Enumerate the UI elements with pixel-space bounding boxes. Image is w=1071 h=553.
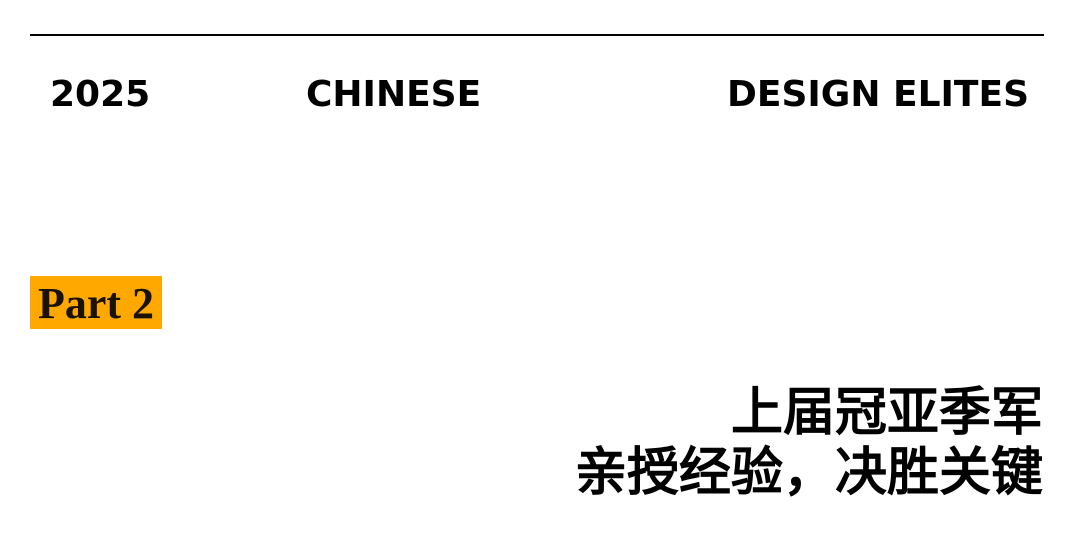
header-year: 2025 — [50, 74, 151, 115]
section-badge: Part 2 — [30, 276, 162, 329]
header-design-elites: DESIGN ELITES — [726, 74, 1029, 115]
title-line-1: 上届冠亚季军 — [730, 383, 1043, 443]
header-chinese: CHINESE — [306, 74, 482, 115]
top-divider — [30, 34, 1044, 36]
title-line-2: 亲授经验，决胜关键 — [574, 443, 1043, 503]
